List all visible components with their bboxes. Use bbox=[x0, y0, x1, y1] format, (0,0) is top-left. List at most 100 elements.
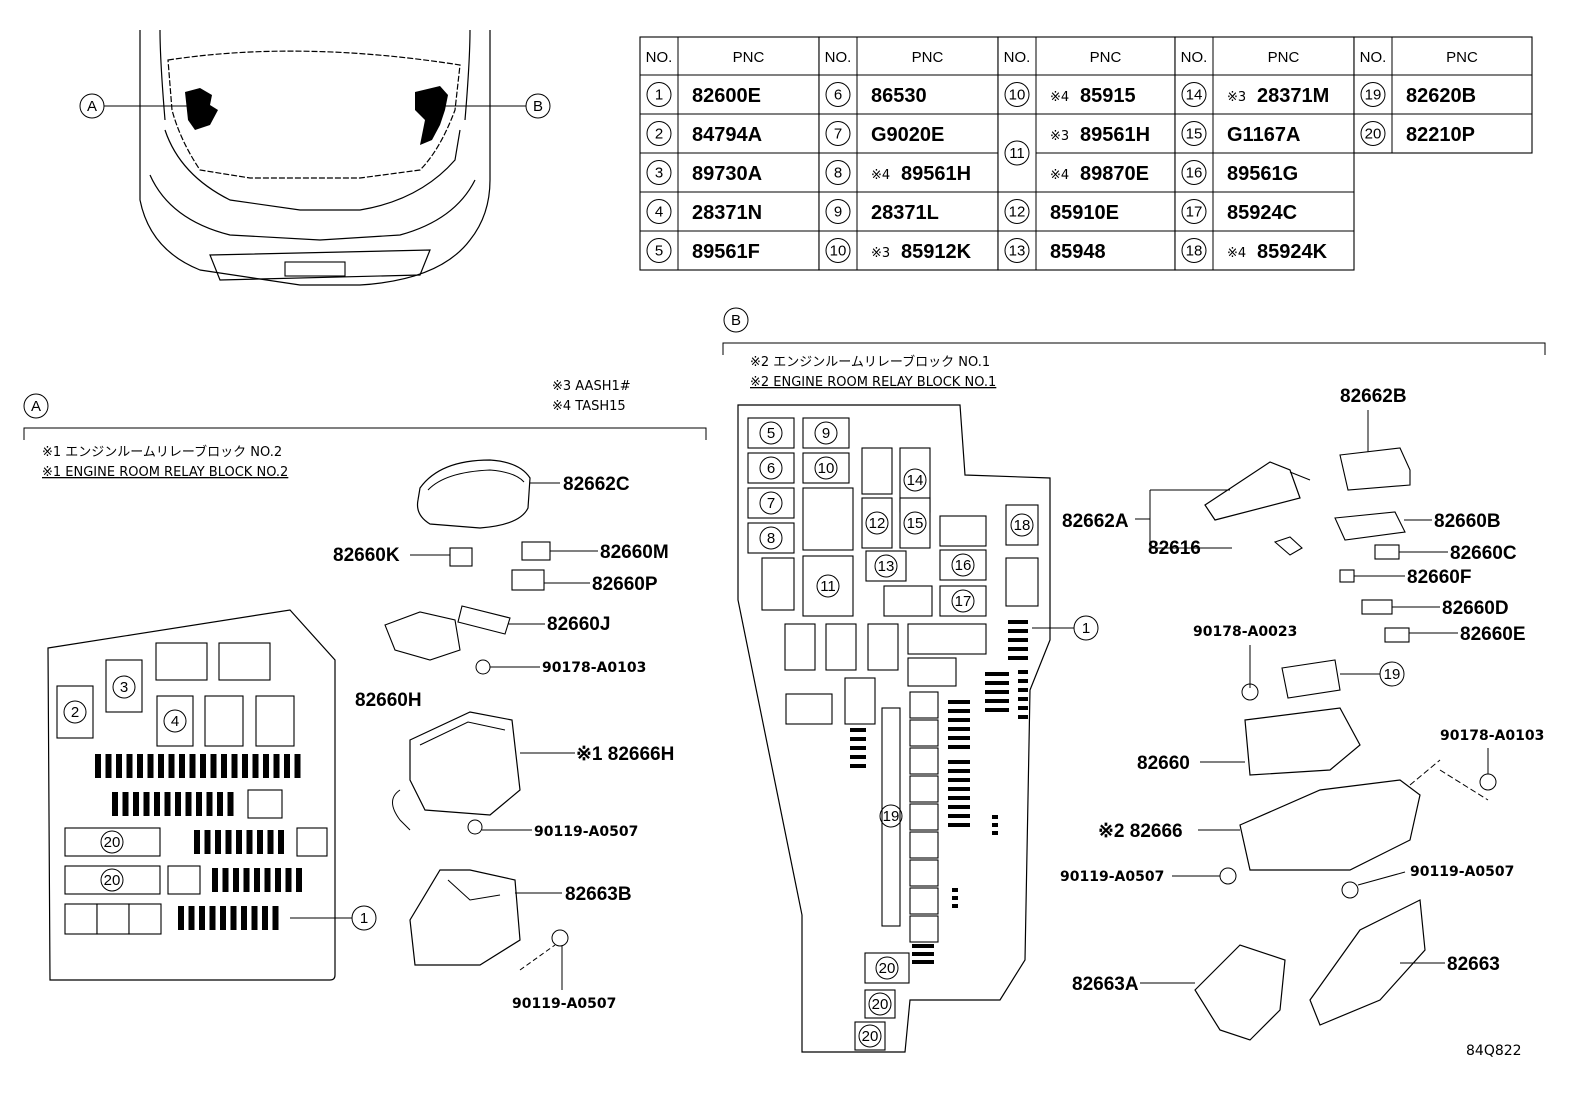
svg-text:6: 6 bbox=[767, 460, 775, 477]
item-note: ※4 bbox=[1050, 90, 1069, 105]
svg-text:2: 2 bbox=[71, 704, 79, 721]
item-number-circle bbox=[1181, 199, 1207, 224]
item-number-circle bbox=[825, 238, 851, 263]
relay-slot bbox=[1005, 557, 1039, 607]
item-pnc: 28371N bbox=[692, 202, 762, 224]
item-number: 7 bbox=[834, 126, 842, 143]
item-number-circle bbox=[646, 199, 672, 224]
svg-text:7: 7 bbox=[767, 495, 775, 512]
item-number-circle bbox=[1181, 160, 1207, 185]
header-pnc: PNC bbox=[1268, 49, 1300, 66]
part-82663: 82663 bbox=[1447, 954, 1500, 975]
svg-text:4: 4 bbox=[171, 713, 179, 730]
part-90178-a0103-a: 90178-A0103 bbox=[542, 660, 646, 676]
section-a: A ※3 AASH1# ※4 TASH15 ※1 エンジンルームリレーブロック … bbox=[23, 379, 707, 1012]
note-3: ※3 AASH1# bbox=[552, 379, 631, 394]
part-82660j: 82660J bbox=[547, 614, 610, 635]
section-a-title-jp: ※1 エンジンルームリレーブロック NO.2 bbox=[42, 444, 282, 460]
header-no: NO. bbox=[1181, 49, 1208, 66]
item-number: 6 bbox=[834, 87, 842, 104]
part-82660f: 82660F bbox=[1407, 567, 1471, 588]
item-pnc: 28371M bbox=[1257, 85, 1329, 107]
relay-slot bbox=[881, 707, 901, 927]
item-pnc: 89561G bbox=[1227, 163, 1298, 185]
part-82660p: 82660P bbox=[592, 574, 658, 595]
item-pnc: 82600E bbox=[692, 85, 761, 107]
part-82660m: 82660M bbox=[600, 542, 669, 563]
svg-text:11: 11 bbox=[820, 578, 836, 595]
item-pnc: 85915 bbox=[1080, 85, 1136, 107]
part-82666h: ※1 82666H bbox=[576, 744, 674, 765]
section-b-marker: B bbox=[731, 312, 741, 329]
svg-text:19: 19 bbox=[883, 808, 900, 825]
item-number: 20 bbox=[1365, 126, 1382, 143]
item-number: 4 bbox=[655, 204, 663, 221]
svg-text:20: 20 bbox=[872, 996, 889, 1013]
relay-slot bbox=[802, 487, 854, 551]
svg-text:18: 18 bbox=[1014, 517, 1031, 534]
item-number-circle bbox=[1004, 199, 1030, 224]
svg-text:13: 13 bbox=[878, 558, 895, 575]
item-pnc: G1167A bbox=[1227, 124, 1300, 146]
item-number-circle bbox=[1360, 121, 1386, 146]
part-90119-a0507-c: 90119-A0507 bbox=[1060, 869, 1164, 885]
item-pnc: 28371L bbox=[871, 202, 939, 224]
item-number-circle bbox=[1181, 82, 1207, 107]
item-pnc: 85924K bbox=[1257, 241, 1328, 263]
header-no: NO. bbox=[1004, 49, 1031, 66]
section-a-title-en: ※1 ENGINE ROOM RELAY BLOCK NO.2 bbox=[42, 465, 288, 480]
relay-slot bbox=[802, 417, 850, 449]
item-number: 9 bbox=[834, 204, 842, 221]
relay-slot bbox=[861, 497, 893, 549]
relay-slot bbox=[784, 623, 816, 671]
svg-text:10: 10 bbox=[818, 460, 835, 477]
relay-slot bbox=[883, 585, 933, 617]
item-pnc: 89730A bbox=[692, 163, 762, 185]
item-number-circle bbox=[646, 160, 672, 185]
item-note: ※4 bbox=[1227, 246, 1246, 261]
relay-slot bbox=[844, 677, 876, 725]
svg-text:12: 12 bbox=[869, 515, 886, 532]
part-82663b: 82663B bbox=[565, 884, 632, 905]
part-90178-a0103-b: 90178-A0103 bbox=[1440, 728, 1544, 744]
relay-slot bbox=[802, 555, 854, 617]
item-number: 10 bbox=[1009, 87, 1026, 104]
item-note: ※4 bbox=[1050, 168, 1069, 183]
item-number-circle bbox=[825, 82, 851, 107]
item-pnc: 89561H bbox=[1080, 124, 1150, 146]
item-number: 12 bbox=[1009, 204, 1026, 221]
item-number-circle bbox=[646, 82, 672, 107]
diagram-code: 84Q822 bbox=[1466, 1043, 1522, 1059]
header-pnc: PNC bbox=[912, 49, 944, 66]
relay-slot bbox=[761, 557, 795, 611]
relay-slot bbox=[939, 585, 987, 617]
item-note: ※4 bbox=[871, 168, 890, 183]
item-number: 17 bbox=[1186, 204, 1203, 221]
item-number: 18 bbox=[1186, 243, 1203, 260]
item-pnc: 85910E bbox=[1050, 202, 1119, 224]
item-number-circle bbox=[1360, 82, 1386, 107]
relay-slot bbox=[747, 487, 795, 519]
item-pnc: 84794A bbox=[692, 124, 762, 146]
item-number: 3 bbox=[655, 165, 663, 182]
relay-slot bbox=[907, 623, 987, 655]
relay-slot bbox=[939, 515, 987, 547]
item-pnc: 89561F bbox=[692, 241, 760, 263]
section-a-marker: A bbox=[31, 398, 41, 415]
relay-slot bbox=[747, 522, 795, 554]
svg-text:19: 19 bbox=[1384, 666, 1401, 683]
header-pnc: PNC bbox=[1090, 49, 1122, 66]
svg-text:1: 1 bbox=[1082, 620, 1090, 637]
item-number-circle bbox=[825, 199, 851, 224]
item-number: 1 bbox=[655, 87, 663, 104]
item-pnc: 85948 bbox=[1050, 241, 1106, 263]
relay-slot bbox=[747, 452, 795, 484]
item-pnc: 86530 bbox=[871, 85, 927, 107]
item-note: ※3 bbox=[1050, 129, 1069, 144]
item-pnc: 89870E bbox=[1080, 163, 1149, 185]
item-number-circle bbox=[1004, 140, 1030, 166]
item-number: 16 bbox=[1186, 165, 1203, 182]
svg-text:15: 15 bbox=[907, 515, 924, 532]
